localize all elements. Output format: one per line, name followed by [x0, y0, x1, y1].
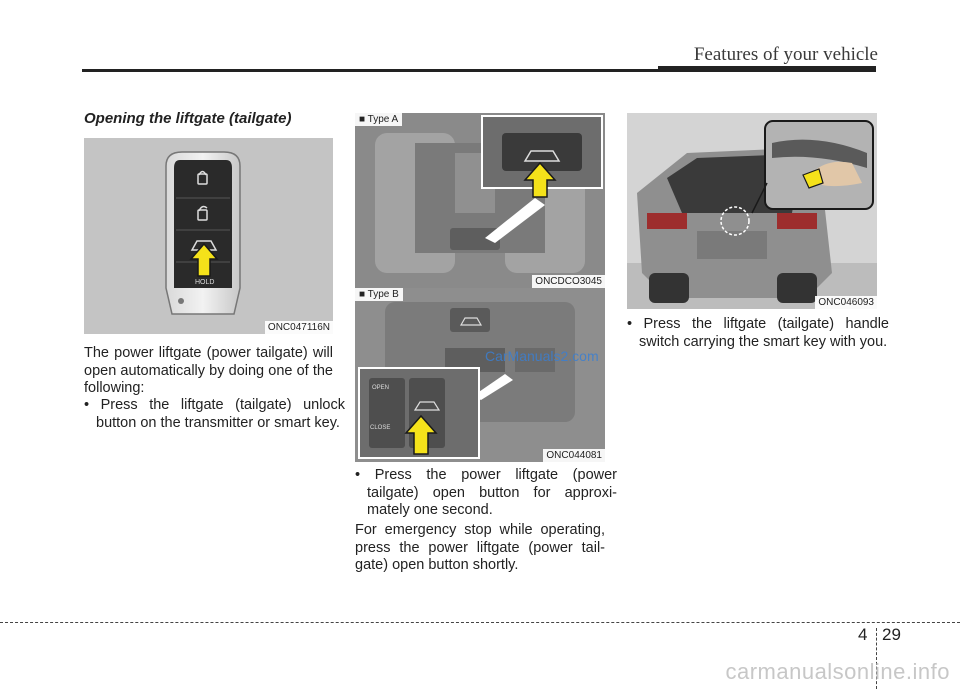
- svg-text:HOLD: HOLD: [195, 279, 214, 286]
- header-rule: [82, 69, 876, 72]
- overhead-console-illustration-b: OPEN CLOSE: [355, 288, 605, 462]
- figure-code: ONCDCO3045: [532, 275, 605, 288]
- vehicle-rear-illustration: [627, 113, 877, 309]
- footer-rule: [0, 622, 960, 623]
- bullet-transmitter: • Press the liftgate (tailgate) unlock b…: [84, 397, 345, 431]
- liftgate-handle-figure: ONC046093: [627, 113, 877, 309]
- type-b-figure: OPEN CLOSE ■ Type B ONC044081 CarManuals…: [355, 288, 605, 462]
- svg-text:OPEN: OPEN: [372, 385, 389, 391]
- emergency-stop-note: For emergency stop while operating, pres…: [355, 522, 605, 573]
- figure-code: ONC044081: [543, 449, 605, 462]
- svg-text:CLOSE: CLOSE: [370, 425, 390, 431]
- bullet-handle-switch: • Press the liftgate (tailgate) handle s…: [627, 316, 889, 350]
- page-title: Opening the liftgate (tailgate): [84, 110, 292, 127]
- watermark: CarManuals2.com: [485, 348, 599, 364]
- site-watermark: carmanualsonline.info: [725, 659, 950, 684]
- type-a-figure: ■ Type A ONCDCO3045: [355, 113, 605, 288]
- figure-code: ONC046093: [815, 296, 877, 309]
- header-rule-accent: [658, 66, 876, 72]
- section-title: Features of your vehicle: [693, 44, 878, 65]
- footer-divider: [876, 628, 877, 689]
- intro-paragraph: The power liftgate (power tailgate) will…: [84, 345, 333, 396]
- figure-code: ONC047116N: [264, 321, 333, 334]
- smart-key-illustration: HOLD: [84, 138, 333, 334]
- smart-key-figure: HOLD ONC047116N: [84, 138, 333, 334]
- chapter-number: 4: [858, 625, 868, 644]
- page-number: 29: [882, 625, 901, 644]
- type-a-label: ■ Type A: [355, 113, 403, 126]
- type-b-label: ■ Type B: [355, 288, 403, 301]
- bullet-open-button: • Press the power liftgate (power tailga…: [355, 467, 617, 518]
- overhead-console-illustration-a: [355, 113, 605, 288]
